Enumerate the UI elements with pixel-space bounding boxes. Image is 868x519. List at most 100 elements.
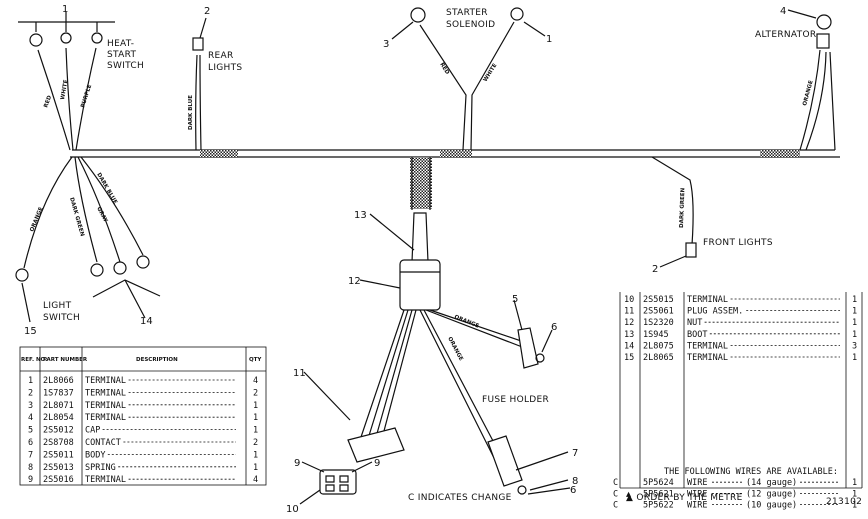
table-row-ref: 7 — [28, 450, 33, 460]
table-row-ref: 2 — [28, 388, 33, 398]
table-row-part: 2S5015 — [643, 295, 674, 305]
alternator-terminal — [816, 14, 832, 30]
callout-5: 5 — [512, 294, 518, 305]
callout-3-line — [391, 21, 414, 40]
trunk-sleeve-left — [200, 150, 238, 157]
wire-row-qty: 1 — [852, 489, 857, 499]
plug-wire-orange-down — [419, 309, 503, 461]
starter-wires — [419, 21, 515, 151]
wires-available-title: THE FOLLOWING WIRES ARE AVAILABLE: — [664, 467, 838, 477]
trunk-sleeve-mid — [440, 150, 472, 157]
callout-1-right: 1 — [546, 34, 552, 45]
label-rear-2: LIGHTS — [208, 63, 242, 73]
trunk-sleeve-right — [760, 150, 800, 157]
wire-row-gauge: (14 gauge) — [746, 478, 797, 488]
label-light-switch-2: SWITCH — [43, 313, 80, 323]
table-row-ref: 5 — [28, 426, 33, 436]
table-row-part: 2L8075 — [643, 341, 674, 351]
table-header-part: PART NUMBER — [43, 357, 88, 363]
callout-2-line-top — [199, 17, 207, 39]
heat-start-wires — [37, 47, 97, 151]
wire-row-desc: WIRE — [687, 501, 707, 511]
callout-12-line — [359, 279, 401, 289]
table-row-desc: CAP — [85, 426, 100, 436]
alternator-wires — [799, 49, 836, 151]
table-row-part: 1S7837 — [43, 388, 74, 398]
table-row-desc: TERMINAL — [687, 353, 728, 363]
table-row-part: 2L8065 — [643, 353, 674, 363]
table-row-desc: TERMINAL — [687, 341, 728, 351]
table-row-part: 2L8071 — [43, 401, 74, 411]
table-row-ref: 12 — [624, 318, 634, 328]
callout-10: 10 — [286, 504, 299, 515]
callout-1-top: 1 — [62, 4, 68, 15]
table-row-desc: BODY — [85, 450, 105, 460]
label-rear-1: REAR — [208, 51, 234, 61]
table-row-desc: TERMINAL — [687, 295, 728, 305]
callout-7-line — [515, 451, 569, 471]
wire-row-change-mark: C — [613, 501, 618, 511]
wire-row-change-mark: C — [613, 489, 618, 499]
callout-2-bottom: 2 — [652, 264, 658, 275]
table-row-qty: 1 — [852, 318, 857, 328]
label-front-lights: FRONT LIGHTS — [703, 238, 773, 248]
plug-body — [399, 259, 441, 311]
label-light-switch-1: LIGHT — [43, 301, 72, 311]
label-alternator: ALTERNATOR — [755, 30, 816, 40]
terminal-heat-start-3 — [91, 32, 103, 44]
callout-8-line — [529, 479, 569, 491]
table-row-qty: 1 — [852, 353, 857, 363]
callout-9-lines — [301, 461, 373, 473]
boot — [411, 212, 429, 263]
table-row-desc: TERMINAL — [85, 376, 126, 386]
table-row-part: 1S2320 — [643, 318, 674, 328]
label-heat-start-1: HEAT- — [107, 39, 134, 49]
table-row-qty: 1 — [253, 426, 258, 436]
label-starter-2: SOLENOID — [446, 20, 495, 30]
table-row-desc: TERMINAL — [85, 401, 126, 411]
table-row-qty: 1 — [253, 401, 258, 411]
table-header-qty: QTY — [249, 357, 262, 363]
table-row-ref: 6 — [28, 438, 33, 448]
fuse-holder-body — [487, 435, 523, 487]
fuse-contact — [535, 353, 545, 363]
rear-lights-terminal — [192, 37, 204, 51]
wire-dark-blue-b: DARK BLUE — [95, 172, 118, 205]
callout-6-top: 6 — [551, 322, 557, 333]
metre-note: ▲ ORDER BY THE METRE — [626, 493, 743, 503]
callout-4-line — [787, 9, 817, 19]
table-row-part: 2S5013 — [43, 463, 74, 473]
table-row-qty: 2 — [253, 388, 258, 398]
table-row-desc: NUT — [687, 318, 702, 328]
wire-row-desc: WIRE — [687, 478, 707, 488]
callout-13: 13 — [354, 210, 367, 221]
table-header-desc: DESCRIPTION — [136, 357, 178, 363]
wire-red-a: RED — [43, 94, 53, 108]
terminal-14-b — [113, 261, 127, 275]
callout-5-line — [513, 299, 523, 331]
table-row-ref: 11 — [624, 307, 634, 317]
table-row-part: 1S945 — [643, 330, 669, 340]
wire-row-desc: WIRE — [687, 489, 707, 499]
front-lights-terminal — [685, 242, 697, 258]
terminal-14-a — [90, 263, 104, 277]
callout-13-line — [369, 213, 415, 251]
wire-row-part: 5P5624 — [643, 478, 674, 488]
callout-10-line — [299, 489, 321, 505]
wire-white-a: WHITE — [60, 79, 69, 100]
table-row-qty: 1 — [852, 330, 857, 340]
label-starter-1: STARTER — [446, 8, 488, 18]
callout-6-line-bottom — [527, 487, 571, 495]
table-row-ref: 4 — [28, 413, 33, 423]
table-row-desc: CONTACT — [85, 438, 121, 448]
left-branch-wires — [23, 156, 144, 269]
table-row-qty: 1 — [852, 295, 857, 305]
table-row-part: 2S5011 — [43, 450, 74, 460]
table-row-ref: 10 — [624, 295, 634, 305]
plug-wires-left — [359, 309, 417, 447]
wire-row-gauge: (10 gauge) — [746, 501, 797, 511]
callout-11: 11 — [293, 368, 306, 379]
table-row-desc: SPRING — [85, 463, 116, 473]
table-row-part: 2S5061 — [643, 307, 674, 317]
